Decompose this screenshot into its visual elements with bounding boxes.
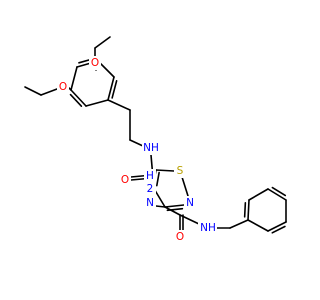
- bond-ring-lower: [247, 199, 250, 221]
- atom-nh-amide-lower: NH: [198, 221, 217, 235]
- atom-nh2-amino-label-line2: 2: [147, 183, 154, 195]
- atom-o-carbonyl-lower-label: O: [176, 231, 184, 243]
- atom-nh2-amino-label-line1: H: [146, 170, 154, 182]
- bond-ring-isothiazole: [155, 169, 175, 172]
- bond-ring-lower-double: [271, 186, 287, 197]
- bond-ring-lower-double: [271, 225, 286, 234]
- bond-ring-isothiazole-double: [155, 171, 160, 187]
- bond-ring-isothiazole: [164, 204, 185, 208]
- atom-o-carbonyl-upper-label: O: [121, 174, 129, 186]
- bond-ring-upper: [70, 89, 87, 107]
- bond-ring-isothiazole: [181, 176, 189, 197]
- bond-ring-upper: [70, 66, 78, 91]
- atom-o-ethoxy-upper-label: O: [91, 57, 99, 69]
- bond-ring-upper-double: [111, 79, 118, 99]
- bond-linker: [107, 99, 131, 111]
- bond-ethoxy-left: [24, 86, 42, 96]
- atom-o-ethoxy-left: O: [57, 80, 69, 94]
- bond-amide-lower: [164, 206, 181, 216]
- bond-ethoxy-left: [40, 88, 58, 96]
- molecule-structure-diagram: O O NH O S N H 2 N O: [24, 36, 287, 244]
- atom-nh-amide-lower-label: NH: [200, 222, 216, 234]
- bond-amino: [155, 205, 166, 208]
- bond-ring-lower: [247, 219, 269, 232]
- bond-linker: [129, 139, 144, 147]
- bond-ring-lower-double: [243, 202, 247, 218]
- bond-ring-upper: [85, 99, 109, 107]
- atom-label-layer: O O NH O S N H 2 N O: [57, 56, 217, 244]
- bond-amide-lower: [179, 214, 200, 225]
- bond-ring-lower: [267, 188, 287, 201]
- bond-ethoxy-upper: [94, 36, 111, 49]
- atom-s-ring: S: [174, 164, 186, 178]
- atom-nh2-amino-label-line3: N: [146, 197, 154, 209]
- atom-o-ethoxy-left-label: O: [59, 81, 67, 93]
- atom-n-ring: N: [184, 196, 196, 210]
- atom-nh-amide-upper-label: NH: [143, 142, 159, 154]
- atom-n-ring-label: N: [186, 197, 194, 209]
- atom-o-carbonyl-upper: O: [119, 173, 131, 187]
- bond-ring-upper: [107, 76, 115, 101]
- bond-ring-upper-double: [69, 93, 83, 108]
- atom-o-ethoxy-upper: O: [89, 56, 101, 70]
- bond-ring-lower: [248, 188, 269, 201]
- atom-s-ring-label: S: [177, 165, 184, 177]
- bond-ring-lower: [267, 221, 287, 232]
- bond-ethoxy-left: [68, 87, 72, 91]
- atom-nh-amide-upper: NH: [142, 141, 161, 155]
- atom-o-carbonyl-lower: O: [174, 230, 186, 244]
- bond-benzyl: [229, 219, 249, 229]
- atom-nh2-amino: H 2 N: [144, 169, 156, 210]
